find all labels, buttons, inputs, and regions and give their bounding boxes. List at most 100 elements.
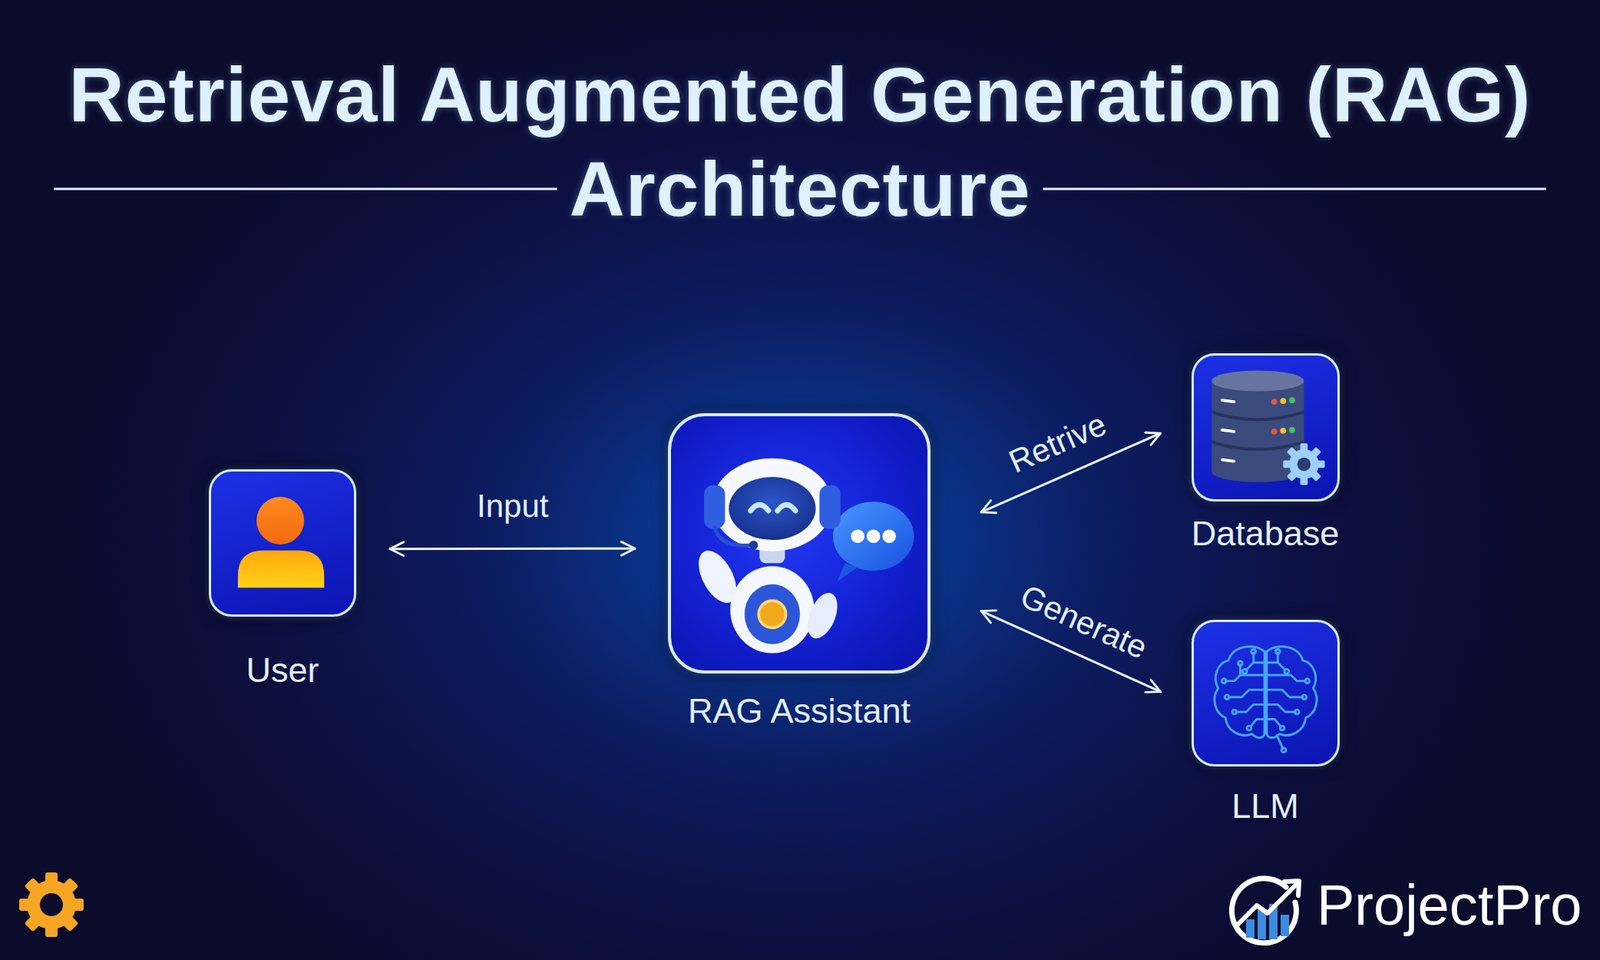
decor-path <box>1266 704 1295 712</box>
decor-ellipse <box>801 588 843 643</box>
bidirectional-arrow <box>390 547 635 550</box>
decor-rect <box>1285 446 1321 482</box>
decor-circle <box>1221 678 1227 684</box>
decor-circle <box>1250 648 1256 654</box>
decor-circle <box>26 879 77 929</box>
node-label: RAG Assistant <box>687 690 911 731</box>
decor-path <box>1266 719 1280 728</box>
decor-line <box>1221 400 1234 402</box>
decor-circle <box>1304 678 1310 684</box>
decor-circle <box>1283 668 1289 674</box>
decor-path <box>714 527 753 546</box>
decor-line <box>1221 459 1234 462</box>
decor-circle <box>758 600 786 628</box>
decor-circle <box>1289 426 1296 434</box>
decor-ellipse <box>1211 370 1304 391</box>
decor-circle <box>1279 427 1286 434</box>
decor-g <box>1266 646 1316 738</box>
decor-rect <box>1280 914 1290 936</box>
decor-path <box>1236 883 1297 926</box>
decor-path <box>1211 441 1304 450</box>
brain-icon <box>1193 621 1338 764</box>
decor-path <box>1266 674 1306 681</box>
decor-rect <box>1257 909 1267 939</box>
decor-circle <box>1279 725 1285 731</box>
decor-path <box>1235 704 1264 712</box>
decor-circle <box>39 892 63 916</box>
user-icon <box>211 471 354 615</box>
logo-icon <box>1231 878 1300 943</box>
edge-label: Input <box>476 487 549 525</box>
decor-circle <box>1246 725 1252 731</box>
title-rule <box>1043 188 1547 191</box>
decor-path <box>1246 662 1265 671</box>
decor-path <box>1228 689 1265 698</box>
decor-circle <box>1242 668 1247 674</box>
icon-node: LLM <box>1191 619 1340 827</box>
decor-circle <box>749 540 759 550</box>
decor-ellipse <box>730 565 814 653</box>
edge-label: Generate <box>1014 577 1153 667</box>
icon-box <box>1191 353 1340 502</box>
watermark-text: ProjectPro <box>1316 872 1582 939</box>
decor-circle <box>1270 428 1277 435</box>
decor-circle <box>1289 449 1320 480</box>
decor-path <box>1266 662 1285 671</box>
decor-path <box>1225 674 1265 681</box>
decor-ellipse <box>744 584 800 645</box>
decor-g <box>1282 442 1325 485</box>
decor-path <box>750 504 769 511</box>
decor-rect <box>819 485 840 529</box>
decor-rect <box>1285 446 1321 482</box>
decor-circle <box>1301 694 1306 700</box>
decor-path <box>777 504 796 511</box>
decor-path <box>1266 646 1316 738</box>
decor-path <box>1231 878 1296 943</box>
decor-line <box>1221 429 1234 432</box>
decor-rect <box>1211 380 1304 472</box>
decor-circle <box>1270 398 1277 405</box>
decor-ellipse <box>833 501 914 571</box>
node-label: User <box>245 650 319 691</box>
icon-box <box>667 413 931 674</box>
decor-g <box>1213 646 1264 738</box>
icon-box <box>208 469 357 617</box>
decor-g <box>1213 646 1316 753</box>
edge-label: Retrive <box>1003 405 1112 480</box>
decor-circle <box>1231 709 1237 715</box>
decor-circle <box>850 528 865 543</box>
database-icon <box>1193 355 1338 500</box>
decor-circle <box>882 528 896 543</box>
title-rule <box>53 188 557 191</box>
decor-ellipse <box>712 458 833 552</box>
decor-circle <box>1289 396 1296 404</box>
decor-path <box>1213 646 1264 738</box>
decor-ellipse <box>728 476 816 540</box>
decor-circle <box>1279 397 1286 404</box>
decor-rect <box>1246 919 1255 938</box>
gear-icon <box>19 872 84 937</box>
diagram-title: Retrieval Augmented Generation (RAG) Arc… <box>32 47 1568 237</box>
node-label: Database <box>1191 513 1340 554</box>
icon-node: Database <box>1191 353 1340 554</box>
node-label: LLM <box>1231 786 1300 827</box>
decor-path <box>1249 719 1264 728</box>
decor-circle <box>1275 648 1280 654</box>
decor-circle <box>1237 661 1243 666</box>
icon-node: RAG Assistant <box>667 413 931 731</box>
decor-rect <box>704 485 725 529</box>
decor-path <box>1264 651 1267 732</box>
icon-node: User <box>208 469 357 691</box>
decor-circle <box>1296 457 1310 471</box>
decor-rect <box>24 877 80 933</box>
decor-circle <box>1281 747 1286 753</box>
decor-path <box>1266 689 1303 698</box>
decor-circle <box>1224 694 1230 700</box>
decor-ellipse <box>690 544 744 609</box>
robot-icon <box>671 416 928 671</box>
decor-path <box>238 550 324 588</box>
icon-box <box>1191 619 1340 767</box>
decor-path <box>1284 880 1300 896</box>
decor-path <box>1276 735 1283 749</box>
